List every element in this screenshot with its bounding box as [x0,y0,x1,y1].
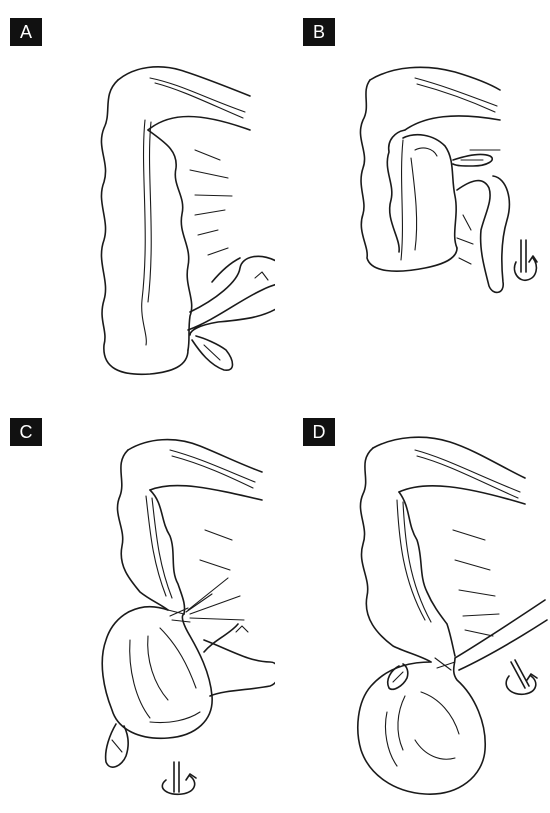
rotation-arrow-icon [162,762,196,794]
rotation-arrow-icon [514,240,537,280]
rotation-arrow-icon [506,660,537,694]
panel-b-drawing [275,0,550,400]
panel-d-drawing [275,400,550,813]
panel-a-drawing [0,0,275,400]
panel-c-drawing [0,400,275,813]
